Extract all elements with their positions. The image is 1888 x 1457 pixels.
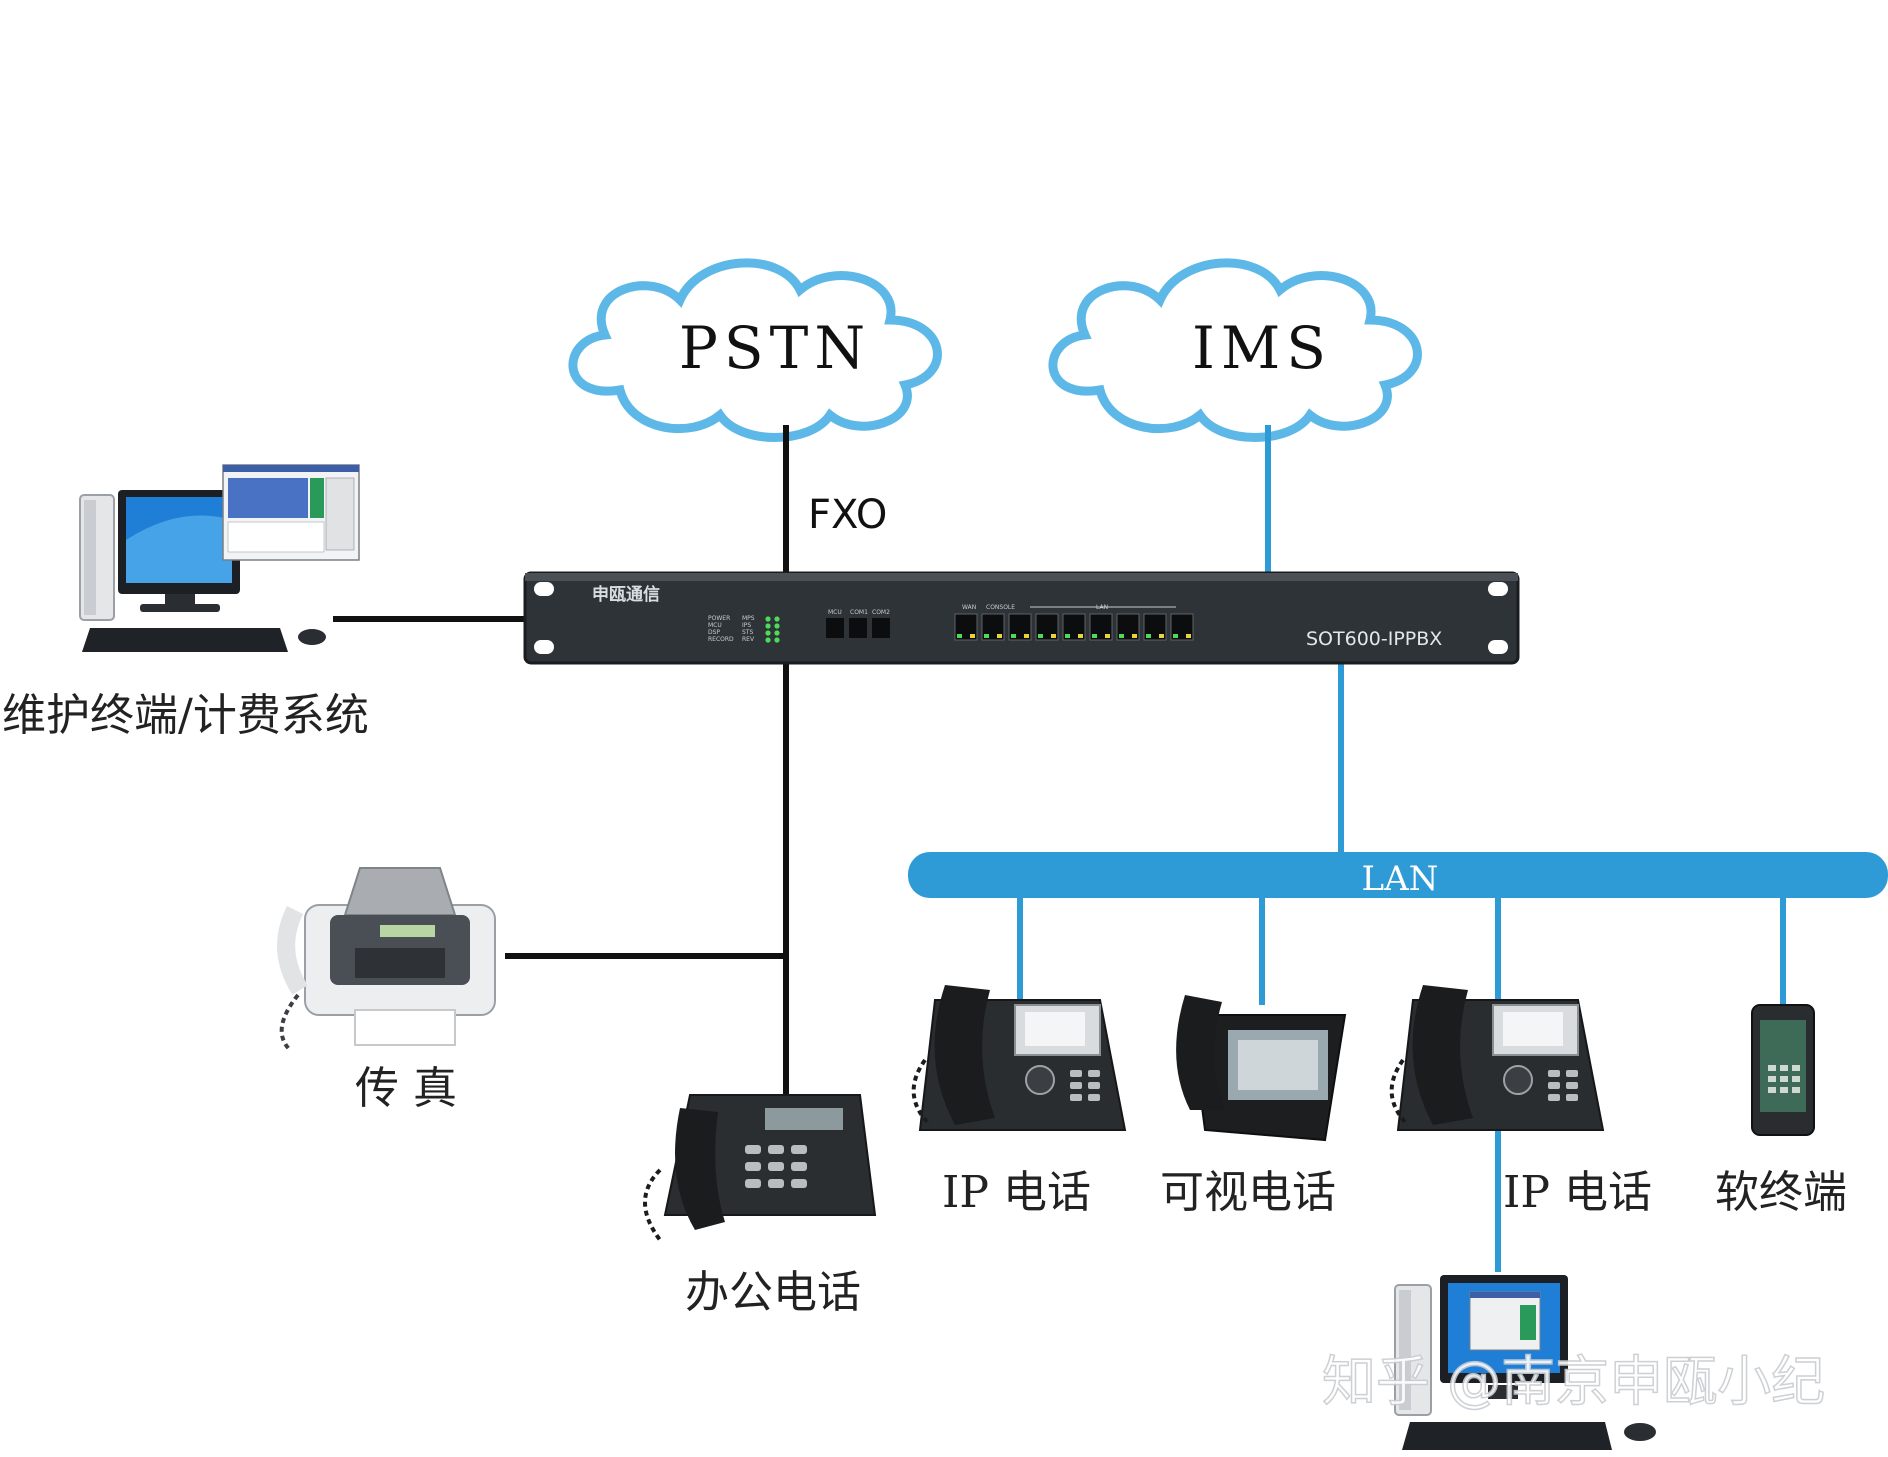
pstn-label: PSTN bbox=[679, 314, 871, 382]
ip-phone-2-label: IP 电话 bbox=[1503, 1167, 1652, 1218]
svg-text:REV: REV bbox=[742, 636, 755, 643]
ims-cloud: IMS bbox=[1048, 258, 1422, 442]
pstn-cloud: PSTN bbox=[568, 258, 942, 442]
lan-label: LAN bbox=[1362, 859, 1439, 899]
svg-text:IPS: IPS bbox=[742, 622, 751, 629]
rack-hole-tl bbox=[534, 582, 554, 596]
svg-text:CONSOLE: CONSOLE bbox=[986, 604, 1015, 611]
ethernet-port-leds bbox=[957, 634, 1191, 638]
office-phone-label: 办公电话 bbox=[685, 1267, 861, 1318]
rack-hole-tr bbox=[1488, 582, 1508, 596]
pbx-ethernet-ports: WAN CONSOLE LAN bbox=[954, 604, 1194, 641]
fax-label: 传 真 bbox=[355, 1063, 457, 1114]
ip-phone-1-label: IP 电话 bbox=[942, 1167, 1091, 1218]
watermark-text: 知乎 @南京申瓯小纪 bbox=[1322, 1350, 1825, 1413]
fxo-label: FXO bbox=[808, 492, 887, 538]
rack-hole-br bbox=[1488, 640, 1508, 654]
ip-phone-2-icon bbox=[1389, 985, 1605, 1131]
ip-phone-1-icon bbox=[911, 985, 1127, 1131]
svg-text:STS: STS bbox=[742, 629, 753, 636]
pbx-brand-label: 申瓯通信 bbox=[592, 584, 660, 605]
svg-text:WAN: WAN bbox=[962, 604, 976, 611]
softphone-label: 软终端 bbox=[1715, 1167, 1847, 1218]
bottom-pc-icon bbox=[1394, 1275, 1656, 1450]
svg-text:MCU: MCU bbox=[828, 609, 842, 616]
lan-bus: LAN bbox=[908, 852, 1888, 899]
svg-text:MCU: MCU bbox=[708, 622, 722, 629]
ethernet-port-row bbox=[954, 613, 1194, 641]
svg-text:COM2: COM2 bbox=[872, 609, 890, 616]
svg-text:DSP: DSP bbox=[708, 629, 720, 636]
pbx-led-panel: POWER MCU DSP RECORD MPS IPS STS REV bbox=[708, 615, 780, 643]
pbx-model-label: SOT600-IPPBX bbox=[1306, 628, 1442, 650]
rack-hole-bl bbox=[534, 640, 554, 654]
video-phone-label: 可视电话 bbox=[1160, 1167, 1336, 1218]
office-phone-icon bbox=[643, 1094, 877, 1242]
svg-text:COM1: COM1 bbox=[850, 609, 868, 616]
fax-machine-icon bbox=[277, 867, 496, 1052]
ims-label: IMS bbox=[1192, 314, 1332, 382]
connection-lines bbox=[333, 425, 1786, 1272]
pbx-device: 申瓯通信 POWER MCU DSP RECORD MPS IPS STS RE… bbox=[523, 571, 1520, 665]
svg-text:RECORD: RECORD bbox=[708, 636, 734, 643]
video-phone-icon bbox=[1176, 995, 1347, 1142]
svg-text:MPS: MPS bbox=[742, 615, 755, 622]
maintenance-label: 维护终端/计费系统 bbox=[2, 690, 369, 741]
softphone-icon bbox=[1751, 1004, 1815, 1136]
pbx-serial-ports: MCU COM1 COM2 bbox=[826, 609, 890, 638]
svg-text:POWER: POWER bbox=[708, 615, 730, 622]
maintenance-pc-icon bbox=[79, 464, 360, 652]
